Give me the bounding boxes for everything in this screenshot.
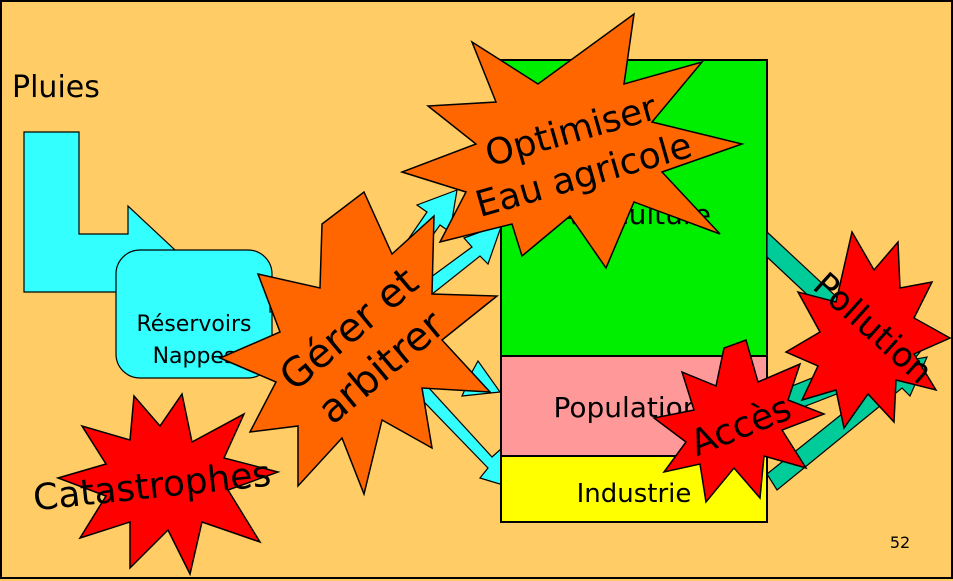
pollution-burst [784,229,952,430]
reservoir-label-line1: Réservoirs [137,312,252,337]
industry-label: Industrie [577,479,692,509]
access-burst [652,339,827,504]
optimize-burst [399,12,745,270]
manage-burst [218,190,500,497]
reservoir-box [115,249,273,379]
rain-label: Pluies [12,70,100,105]
disasters-burst [55,392,281,577]
page-number: 52 [890,533,910,552]
